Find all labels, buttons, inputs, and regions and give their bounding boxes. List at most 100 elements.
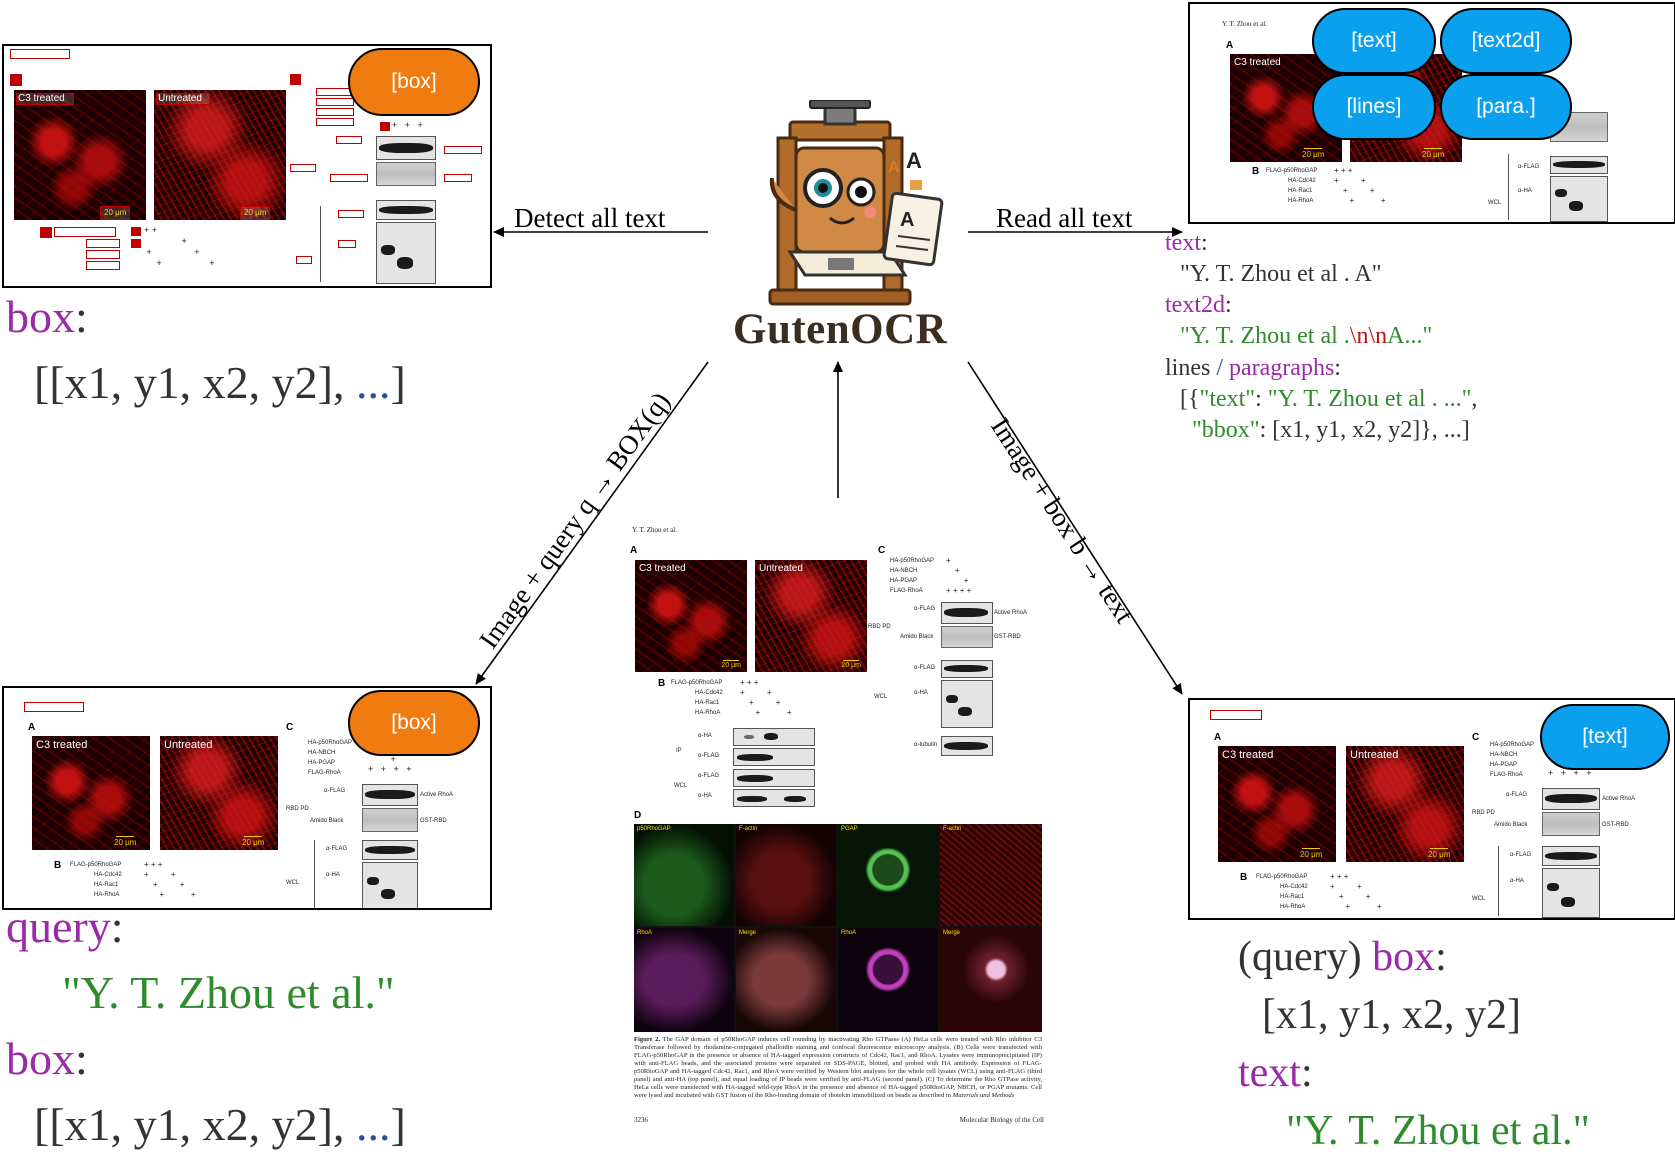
bl-img-2: Untreated 20 μm: [160, 736, 278, 850]
tl-box-c8: [444, 146, 482, 154]
tl-img-2-label: Untreated: [158, 93, 202, 104]
doc-active-rhoa: Active RhoA: [994, 610, 1028, 616]
bl-b-row-3: HA-RhoA: [94, 892, 120, 898]
tl-box-img1: [16, 93, 74, 105]
tl-box-c9: [444, 174, 472, 182]
fluor-2: PGAP: [838, 824, 938, 926]
tl-box-c4: [316, 118, 354, 126]
svg-text:A: A: [900, 209, 914, 231]
doc-c-aflag: α-FLAG: [914, 606, 936, 612]
tl-box-colon: :: [75, 291, 88, 342]
tl-box-c12: [296, 256, 312, 264]
doc-img-untreated: Untreated 20 μm: [755, 560, 867, 672]
bl-b-plus: + + ++ + + + + +: [144, 860, 196, 899]
tl-box-b-r3: [86, 261, 120, 270]
bl-b-row-1: HA-Cdc42: [94, 872, 122, 878]
doc-blot-c1: [941, 602, 993, 624]
doc-fluor-grid: p50RhoGAP F-actin PGAP F-actin RhoA Merg…: [634, 824, 1042, 1032]
bl-img-1-label: C3 treated: [36, 739, 88, 751]
br-img-2-label: Untreated: [1350, 749, 1399, 761]
br-panel-b: B: [1240, 872, 1248, 883]
tl-box-img2: [156, 93, 210, 105]
fluor-6: RhoA: [838, 928, 938, 1032]
fluor-4: RhoA: [634, 928, 734, 1032]
br-b-row-0: FLAG-p50RhoGAP: [1256, 874, 1308, 880]
doc-caption-italic: Materials and Methods: [952, 1092, 1015, 1099]
bl-blot-4: [362, 862, 418, 908]
bl-c-aha: α-HA: [326, 872, 340, 878]
bl-c-row-3: FLAG-RhoA: [308, 770, 341, 776]
bl-divider: [314, 840, 315, 908]
br-c-row-0: HA-p50RhoGAP: [1490, 742, 1535, 748]
doc-blot-b3: [733, 769, 815, 787]
doc-c-row-0: HA-p50RhoGAP: [890, 558, 935, 564]
br-text-value: "Y. T. Zhou et al.": [1286, 1108, 1590, 1154]
logo-title: GutenOCR: [733, 306, 948, 353]
tr-b-plus: + + ++ + + + + +: [1334, 166, 1386, 205]
br-wcl: WCL: [1472, 896, 1486, 902]
tl-box-scale2: [240, 206, 270, 220]
br-img-1-label: C3 treated: [1222, 749, 1274, 761]
tr-blot-2: [1550, 156, 1608, 174]
doc-c-aha: α-HA: [914, 690, 928, 696]
br-c-aflag2: α-FLAG: [1510, 852, 1532, 858]
br-c-aflag: α-FLAG: [1506, 792, 1528, 798]
bl-c-row-2: HA-PGAP: [308, 760, 336, 766]
box-arrow: [967, 361, 1183, 695]
br-rbd-pd: RBD PD: [1472, 810, 1495, 816]
doc-blot-b1: [733, 728, 815, 746]
tl-box-scale1: [100, 206, 130, 220]
doc-panel-a: A: [630, 545, 638, 556]
doc-c-row-1: HA-NBCH: [890, 568, 918, 574]
br-img-1-scale: 20 μm: [1300, 848, 1323, 859]
br-blot-4: [1542, 868, 1600, 918]
doc-ip: IP: [676, 748, 682, 754]
br-gst-rbd: GST-RBD: [1602, 822, 1629, 828]
fluor-7: Merge: [940, 928, 1042, 1032]
tl-box-c10: [338, 210, 364, 218]
doc-panel-d: D: [634, 810, 642, 821]
doc-c-plus: + + ++ + + +: [946, 556, 972, 595]
tr-text-key: text:: [1165, 230, 1208, 256]
br-img-2: Untreated 20 μm: [1346, 746, 1464, 862]
br-qbox-value: [x1, y1, x2, y2]: [1262, 992, 1521, 1038]
br-b-plus: + + ++ + + + + +: [1330, 872, 1382, 911]
doc-b-row-3: HA-RhoA: [695, 710, 721, 716]
tl-box-b-text: [54, 227, 116, 237]
br-img-2-scale: 20 μm: [1428, 848, 1451, 859]
tr-b-row-2: HA-Rac1: [1288, 188, 1313, 194]
svg-text:A: A: [888, 159, 900, 176]
bl-img-1: C3 treated 20 μm: [32, 736, 150, 850]
br-c-row-2: HA-PGAP: [1490, 762, 1518, 768]
tl-box-b: [40, 227, 52, 238]
tr-text-value: "Y. T. Zhou et al . A": [1180, 261, 1382, 287]
br-blot-2: [1542, 812, 1600, 836]
doc-rbd-pd: RBD PD: [868, 624, 891, 630]
br-img-1: C3 treated 20 μm: [1218, 746, 1336, 862]
tr-pill-para: [para.]: [1440, 74, 1572, 140]
bl-panel-a: A: [28, 722, 36, 733]
br-box-header: [1210, 710, 1262, 720]
doc-img-untreated-scale: 20 μm: [841, 660, 861, 669]
doc-b-aha2: α-HA: [698, 793, 712, 799]
doc-blot-c5: [941, 736, 993, 756]
tl-blot-2: [376, 162, 436, 186]
br-active-rhoa: Active RhoA: [1602, 796, 1636, 802]
bl-box-header: [24, 702, 84, 712]
br-c-row-1: HA-NBCH: [1490, 752, 1518, 758]
tl-blot-4: [376, 222, 436, 284]
tr-panel-a: A: [1226, 40, 1234, 51]
bl-img-1-scale: 20 μm: [114, 836, 137, 847]
detect-label: Detect all text: [514, 203, 666, 233]
doc-caption-body: The GAP domain of p50RhoGAP induces cell…: [634, 1036, 1043, 1099]
tl-box-c2: [316, 98, 354, 106]
tl-c-plus: + + +: [392, 120, 423, 130]
fluor-0: p50RhoGAP: [634, 824, 734, 926]
doc-c-row-3: FLAG-RhoA: [890, 588, 923, 594]
tl-box-pill: [box]: [348, 48, 480, 116]
bl-box-value: [[x1, y1, x2, y2], ...]: [34, 1099, 406, 1150]
doc-img-c3-scale: 20 μm: [721, 660, 741, 669]
tr-panel-b: B: [1252, 166, 1260, 177]
br-text-key: text:: [1238, 1050, 1313, 1096]
doc-blot-c4: [941, 680, 993, 728]
